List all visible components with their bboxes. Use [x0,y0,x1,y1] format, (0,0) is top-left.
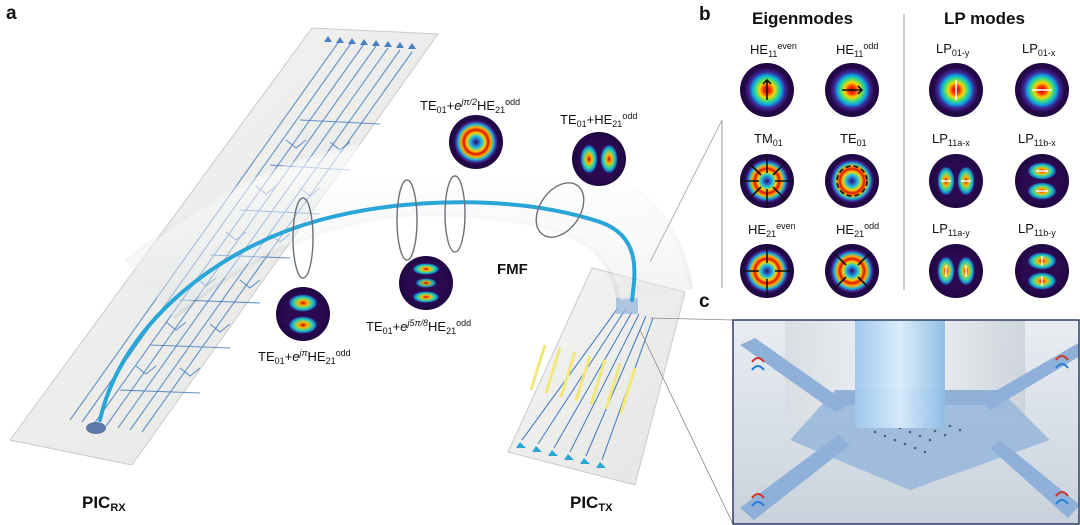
label-tm01: TM01 [754,131,783,148]
mode-profile-te01-plus-j5pi8 [399,256,453,310]
panel-c-inset [639,317,1080,525]
label-te01: TE01 [840,131,867,148]
fiber-label: FMF [497,261,528,278]
label-superposition-jpi: TE01+ejπHE21odd [258,348,351,366]
label-lp01-y: LP01-y [936,41,970,58]
few-mode-fiber [98,138,694,422]
header-lp-modes: LP modes [944,9,1025,28]
mode-profile-te01-plus-jpi2 [449,115,503,169]
mode-he11-even [740,63,794,117]
eigenmode-profiles [740,63,879,298]
mode-lp11b-x [1015,154,1069,208]
panel-b-dividers [649,14,905,290]
mode-lp01-y [929,63,983,117]
panel-label-c: c [699,291,710,312]
label-lp11a-y: LP11a-y [932,221,970,238]
pic-tx-heaters [529,344,637,414]
label-he21-even: HE21even [748,221,796,239]
fiber-cross-section-rings [292,175,585,279]
lp-mode-profiles [929,63,1069,298]
label-lp11b-x: LP11b-x [1018,131,1056,148]
pic-tx-label: PICTX [570,493,613,514]
label-superposition-plain: TE01+HE21odd [560,111,638,129]
mode-profile-te01-plus-jpi [276,287,330,341]
mode-he21-odd [825,244,879,298]
mode-lp01-x [1015,63,1069,117]
header-eigenmodes: Eigenmodes [752,9,854,28]
fiber-core [98,200,637,422]
pic-rx-label: PICRX [82,493,126,514]
pic-rx-output-taps [324,36,416,49]
inset-port-markers [751,355,1069,507]
label-lp11a-x: LP11a-x [932,131,970,148]
label-superposition-jpi2: TE01+ejπ/2HE21odd [420,97,521,115]
label-he11-odd: HE11odd [836,41,879,59]
mode-tm01 [740,154,794,208]
panel-label-a: a [6,3,17,24]
inset-fiber-core [855,320,945,428]
inset-waveguide-arms [740,338,1079,520]
pic-tx-chip [507,267,686,486]
superposition-mode-profiles [276,115,626,341]
label-superposition-j5pi8: TE01+ej5π/8HE21odd [366,318,472,336]
pic-tx-input-tapers [516,442,606,468]
mode-he11-odd [825,63,879,117]
mode-lp11a-y [929,244,983,298]
label-he21-odd: HE21odd [836,221,880,239]
panel-label-b: b [699,4,711,25]
mode-lp11a-x [929,154,983,208]
mode-profile-te01-plus-he21 [572,132,626,186]
label-lp11b-y: LP11b-y [1018,221,1056,238]
mode-lp11b-y [1015,244,1069,298]
label-lp01-x: LP01-x [1022,41,1056,58]
label-he11-even: HE11even [750,41,797,59]
mode-he21-even [740,244,794,298]
pic-tx-waveguides [521,307,654,461]
pic-rx-grating-coupler [86,422,106,434]
pic-tx-grating-coupler [616,298,638,314]
mode-te01 [825,154,879,208]
